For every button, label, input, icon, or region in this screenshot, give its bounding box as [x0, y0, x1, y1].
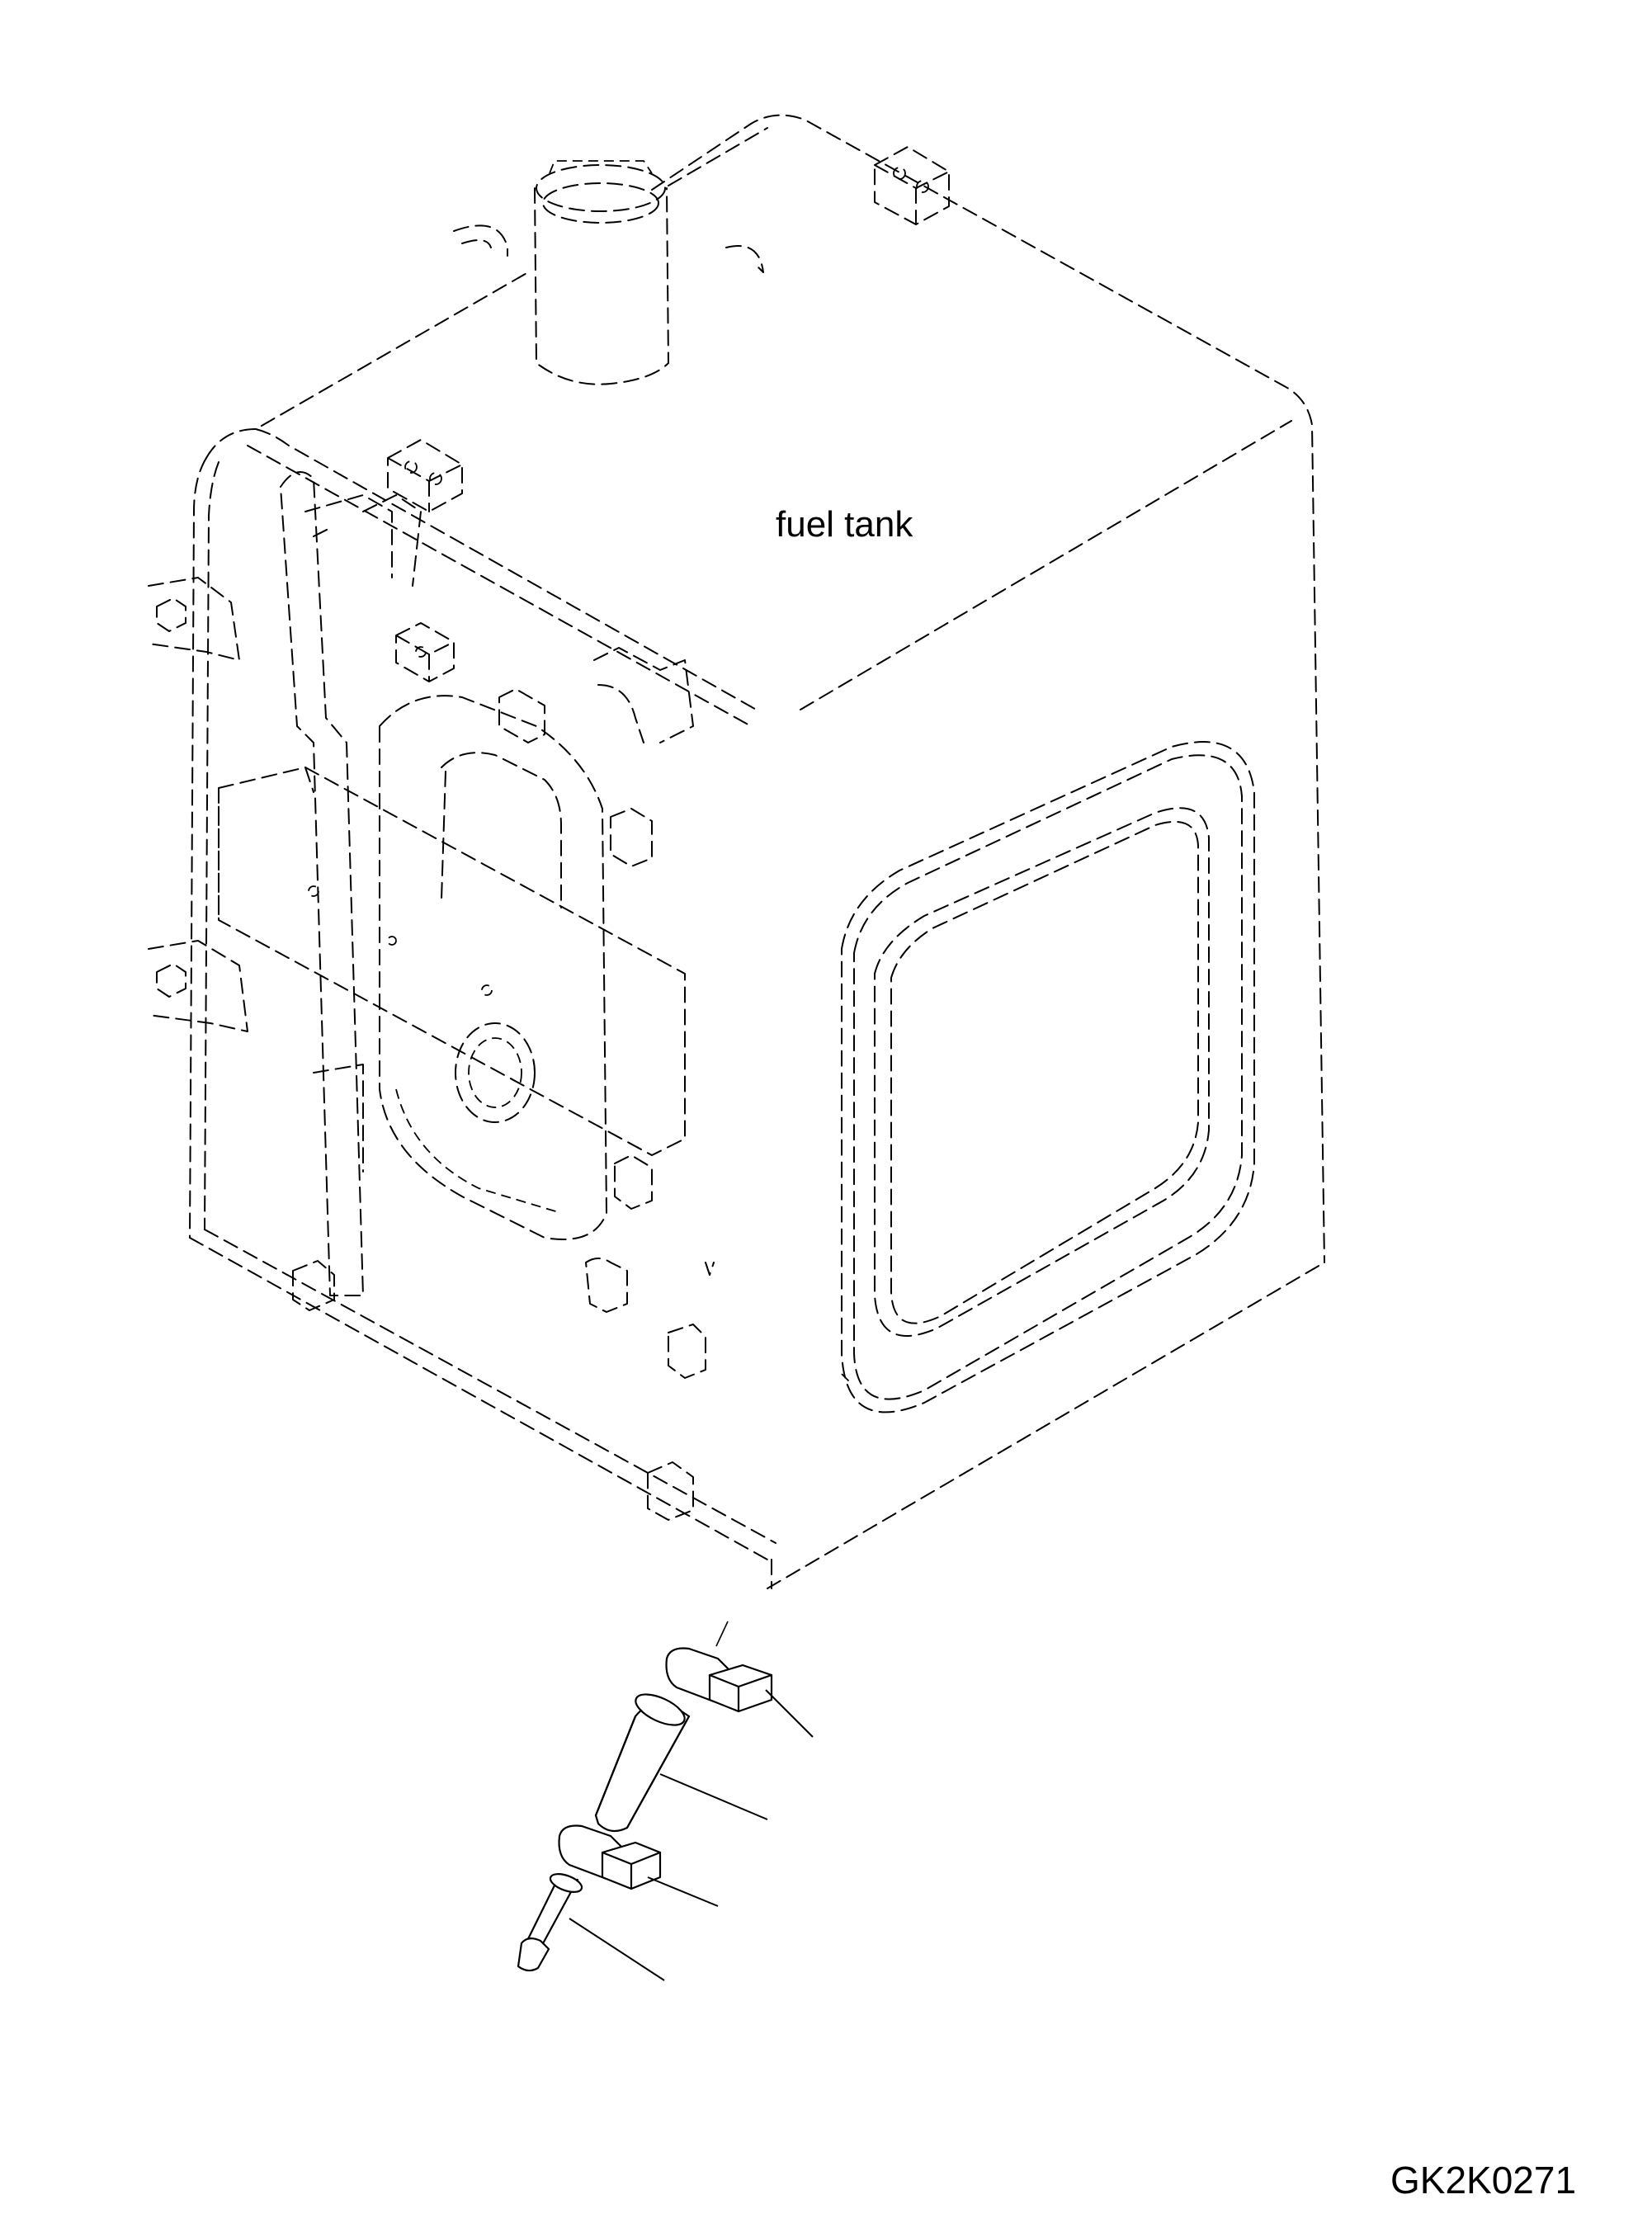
part-leader-lines — [569, 1689, 814, 1981]
part-clamp-lower — [558, 1824, 662, 1890]
tank-pipes — [280, 471, 694, 1296]
part-axis-line — [715, 1621, 729, 1647]
tank-top-brackets — [387, 146, 950, 743]
tank-clips — [292, 808, 715, 1521]
part-bushing — [517, 1873, 583, 1972]
fuel-tank-outline — [189, 114, 1325, 1589]
left-mount-brackets — [148, 577, 248, 1032]
fuel-tank-label: fuel tank — [776, 504, 913, 545]
tank-inspection-panel-left — [379, 695, 607, 1240]
part-clamp-upper — [665, 1647, 773, 1713]
tank-strap — [218, 767, 686, 1156]
part-sleeve-tube — [594, 1693, 691, 1833]
filler-neck — [534, 160, 669, 385]
drawing-number: GK2K0271 — [1390, 2159, 1576, 2202]
tank-inspection-window-right — [841, 741, 1255, 1413]
